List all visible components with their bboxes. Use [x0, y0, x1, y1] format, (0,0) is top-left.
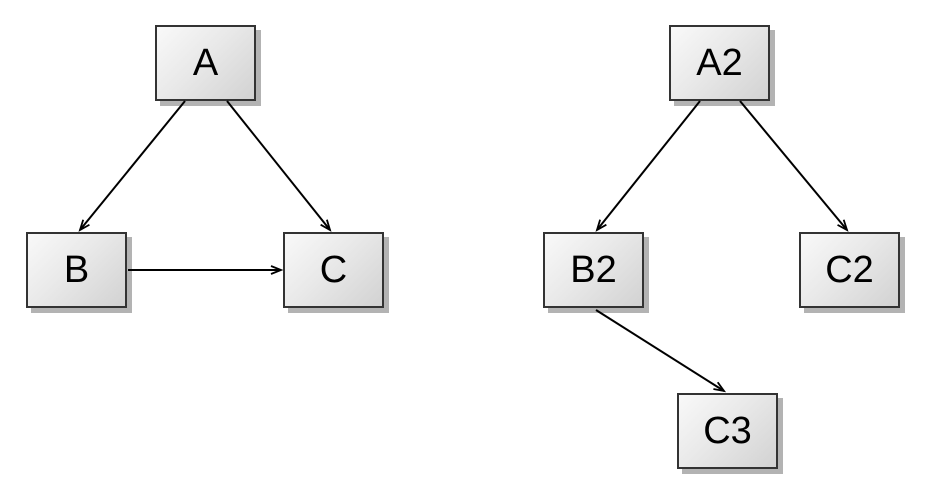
node-c[interactable]: C — [283, 232, 384, 308]
node-b-label: B — [63, 249, 90, 291]
node-c-label: C — [319, 249, 348, 291]
edge-b2-to-c3[interactable] — [595, 309, 727, 393]
edge-a2-to-b2[interactable] — [595, 100, 701, 232]
edge-a-to-b[interactable] — [78, 100, 186, 232]
node-a2[interactable]: A2 — [669, 25, 770, 101]
node-c2[interactable]: C2 — [799, 232, 900, 308]
node-c3-label: C3 — [703, 410, 752, 452]
edge-a2-to-c2[interactable] — [739, 100, 849, 232]
node-b[interactable]: B — [26, 232, 127, 308]
node-b2-label: B2 — [570, 249, 617, 291]
node-c2-label: C2 — [825, 249, 874, 291]
node-a2-label: A2 — [696, 42, 743, 84]
node-a[interactable]: A — [155, 25, 256, 101]
node-b2[interactable]: B2 — [543, 232, 644, 308]
node-a-label: A — [192, 42, 219, 84]
node-c3[interactable]: C3 — [677, 393, 778, 469]
edge-a-to-c[interactable] — [226, 100, 332, 232]
